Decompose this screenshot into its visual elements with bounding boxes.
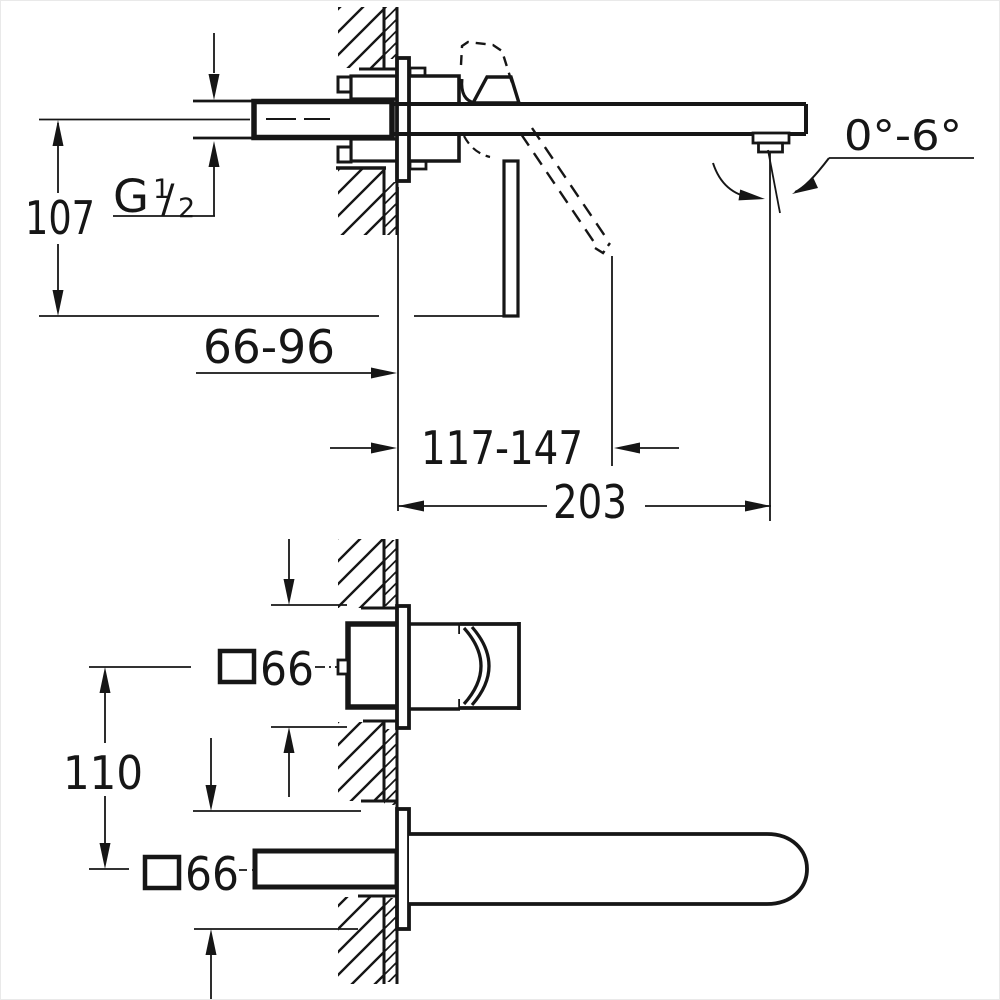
dim-107-label: 107 [25,191,95,245]
square-symbol-icon [142,854,182,891]
valve-spindle-stub [336,658,350,676]
aerator-tip [757,141,784,154]
handle-dashed-swing [531,127,610,243]
dimension-110: 110 [63,666,191,870]
concealed-body [39,74,399,164]
valve-escutcheon [395,604,411,730]
arrowhead [99,667,111,693]
dim-110-label: 110 [63,746,143,800]
spout-unit [252,807,809,931]
dim-117-147-label: 117-147 [421,421,583,475]
escutcheon-flange [395,56,411,183]
arrowhead [205,929,217,955]
arrowhead [371,442,397,454]
handle-pivot-arc [460,78,476,105]
hatch-fill [384,898,397,982]
mounting-bracket-tab [336,75,353,94]
hatch-fill [384,540,397,606]
thread-label-denominator: 2 [178,193,195,224]
thread-label-g: G [113,170,149,223]
thread-label-slash: / [161,177,175,223]
arrowhead [371,367,397,379]
handle-lever-down [502,159,520,318]
dim-66-top-label: 66 [260,642,314,696]
dim-angle-label: 0°-6° [844,111,962,160]
arrowhead [208,141,220,167]
arrowhead [52,290,64,316]
valve-rough-in-box [345,621,404,710]
hatch-fill [338,169,384,235]
arrowhead [205,785,217,811]
spout-rough-in-box [252,848,400,890]
dimension-square-66-bottom: 66 [142,738,361,999]
arrowhead [614,442,640,454]
arrowhead [99,843,111,869]
hatch-fill [338,7,384,68]
dim-203-label: 203 [553,475,627,529]
dimension-66-96: 66-96 [196,320,397,379]
spout-escutcheon [395,807,411,931]
handle-dashed-swing [520,133,599,249]
arrowhead [283,727,295,753]
hatch-fill [338,897,384,984]
handle-knob-arc [462,626,483,706]
dimension-square-66-top: 66 [217,539,347,797]
hatch-fill [338,722,384,801]
mounting-bracket-tab [336,145,353,164]
arrowhead [52,120,64,146]
mounting-bracket [349,137,399,163]
housing-tab [408,66,427,76]
thread-label-numerator: 1 [153,174,170,205]
handle-dashed-hidden [463,135,491,159]
mounting-bracket [349,74,399,101]
lever-handle [459,40,611,318]
wall-section [336,7,399,235]
dimension-angle-0-6: 0°-6° [712,111,974,214]
square-symbol-icon [217,648,257,685]
housing-outline [409,74,461,163]
housing-tab [408,161,428,171]
wall-section [338,539,399,984]
arrowhead [283,579,295,605]
hatch-fill [338,539,384,608]
dimension-thread-g12: G 1 / 2 [113,33,220,224]
hatch-fill [384,7,397,59]
hatch-fill [384,729,397,805]
handle-dashed-tip [594,242,611,255]
dim-66-96-label: 66-96 [203,320,335,374]
valve-handle-unit [336,604,521,730]
hatch-fill [384,182,397,235]
aerator [751,131,791,145]
dimension-107: 107 [25,120,503,317]
spout-plan-outline [409,832,809,906]
arrowhead [738,189,765,201]
angle-tilt-line [767,149,781,214]
spout-arm [392,102,808,154]
side-view: 107 G 1 / 2 66-96 117-147 [25,7,974,529]
dimension-203: 203 [398,152,771,529]
dim-66-bottom-label: 66 [185,847,239,901]
handle-dashed-up [459,40,515,87]
dimension-117-147: 117-147 [330,256,679,475]
handle-knob-arc [470,625,491,707]
cartridge-housing [408,66,461,171]
plan-view: 66 66 110 [63,539,809,999]
arrowhead [792,178,818,194]
arrowhead [745,500,771,512]
arrowhead [208,74,220,100]
